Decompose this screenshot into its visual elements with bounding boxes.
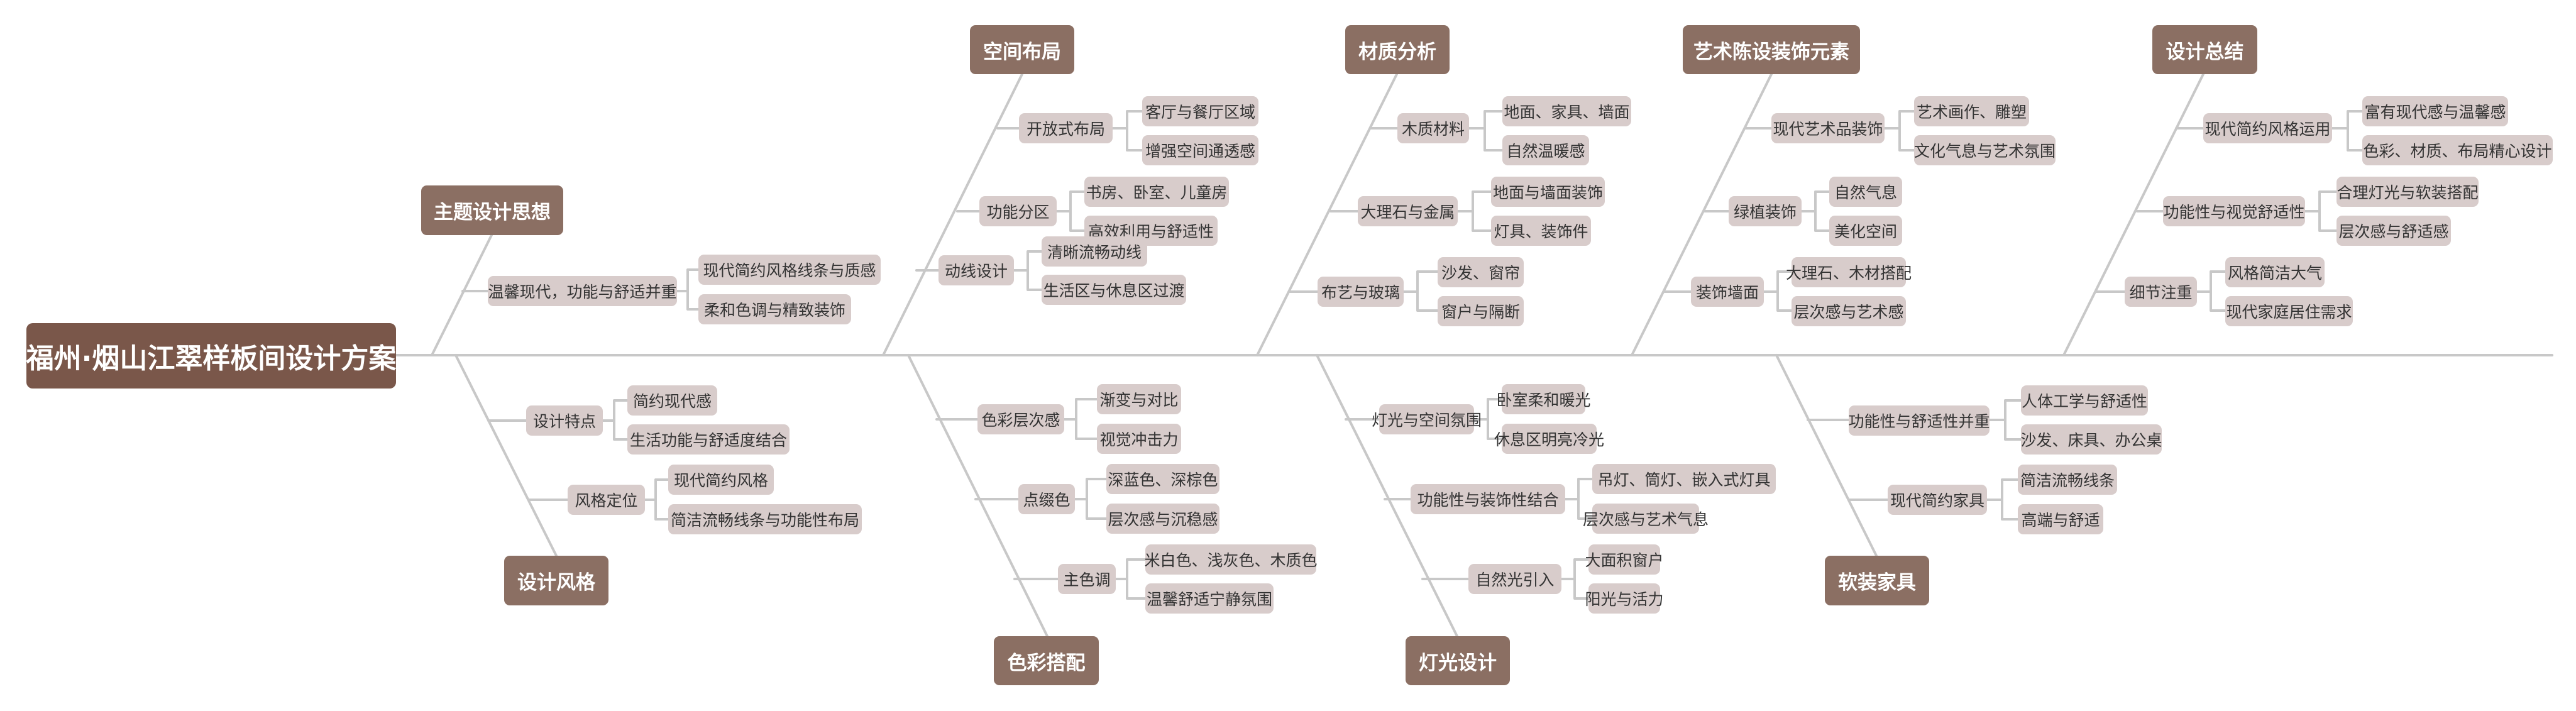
sub-node[interactable]: 现代艺术品装饰 (1771, 113, 1885, 143)
branch-space-layout[interactable]: 空间布局 (970, 25, 1074, 74)
leaf-node[interactable]: 沙发、窗帘 (1438, 257, 1524, 287)
root-topic[interactable]: 福州·烟山江翠样板间设计方案 (26, 323, 396, 389)
sub-node[interactable]: 装饰墙面 (1691, 277, 1764, 307)
sub-node[interactable]: 温馨现代，功能与舒适并重 (488, 276, 677, 306)
leaf-node[interactable]: 高端与舒适 (2018, 504, 2103, 534)
leaf-node[interactable]: 窗户与隔断 (1438, 296, 1524, 326)
sub-node[interactable]: 大理石与金属 (1358, 196, 1458, 226)
leaf-node[interactable]: 深蓝色、深棕色 (1106, 464, 1219, 494)
leaf-node[interactable]: 温馨舒适宁静氛围 (1145, 583, 1274, 614)
leaf-node[interactable]: 大理石、木材搭配 (1786, 257, 1912, 287)
leaf-node[interactable]: 层次感与沉稳感 (1106, 504, 1219, 534)
branch-design-style[interactable]: 设计风格 (504, 556, 608, 605)
sub-node[interactable]: 动线设计 (938, 255, 1014, 285)
sub-node[interactable]: 主色调 (1058, 564, 1116, 594)
leaf-node[interactable]: 书房、卧室、儿童房 (1084, 177, 1229, 207)
sub-node[interactable]: 色彩层次感 (977, 404, 1064, 434)
leaf-node[interactable]: 文化气息与艺术氛围 (1914, 135, 2056, 165)
leaf-node[interactable]: 灯具、装饰件 (1491, 216, 1591, 246)
sub-node[interactable]: 功能性与装饰性结合 (1411, 484, 1565, 514)
sub-node[interactable]: 风格定位 (568, 485, 645, 515)
sub-node[interactable]: 开放式布局 (1019, 113, 1113, 143)
sub-node[interactable]: 绿植装饰 (1729, 196, 1802, 226)
leaf-node[interactable]: 自然温暖感 (1502, 135, 1589, 165)
leaf-node[interactable]: 米白色、浅灰色、木质色 (1145, 544, 1318, 575)
branch-theme-design[interactable]: 主题设计思想 (421, 185, 563, 235)
sub-node[interactable]: 点缀色 (1018, 484, 1075, 514)
leaf-node[interactable]: 艺术画作、雕塑 (1914, 96, 2029, 126)
leaf-node[interactable]: 色彩、材质、布局精心设计 (2362, 135, 2553, 165)
branch-lighting-design[interactable]: 灯光设计 (1406, 636, 1510, 685)
sub-node[interactable]: 细节注重 (2125, 277, 2197, 307)
leaf-node[interactable]: 人体工学与舒适性 (2021, 385, 2148, 416)
leaf-node[interactable]: 合理灯光与软装搭配 (2337, 177, 2479, 207)
leaf-node[interactable]: 风格简洁大气 (2225, 257, 2325, 287)
leaf-node[interactable]: 层次感与艺术感 (1792, 296, 1906, 326)
leaf-node[interactable]: 简洁流畅线条 (2018, 465, 2117, 495)
leaf-node[interactable]: 生活功能与舒适度结合 (627, 424, 790, 455)
sub-node[interactable]: 功能分区 (979, 196, 1057, 226)
sub-node[interactable]: 现代简约风格运用 (2203, 113, 2332, 143)
leaf-node[interactable]: 卧室柔和暖光 (1497, 384, 1591, 414)
sub-node[interactable]: 现代简约家具 (1888, 485, 1987, 515)
leaf-node[interactable]: 现代简约风格 (668, 465, 774, 495)
leaf-node[interactable]: 层次感与舒适感 (2337, 216, 2451, 246)
leaf-node[interactable]: 休息区明亮冷光 (1494, 424, 1604, 454)
sub-node[interactable]: 布艺与玻璃 (1318, 277, 1404, 307)
leaf-node[interactable]: 增强空间通透感 (1142, 135, 1258, 165)
sub-node[interactable]: 功能性与舒适性并重 (1849, 405, 1990, 436)
sub-node[interactable]: 灯光与空间氛围 (1372, 404, 1482, 434)
branch-soft-furnishing[interactable]: 软装家具 (1825, 556, 1929, 605)
leaf-node[interactable]: 渐变与对比 (1097, 384, 1181, 414)
leaf-node[interactable]: 清晰流畅动线 (1042, 236, 1147, 267)
leaf-node[interactable]: 吊灯、筒灯、嵌入式灯具 (1592, 464, 1776, 494)
leaf-node[interactable]: 客厅与餐厅区域 (1142, 96, 1258, 126)
branch-material-analysis[interactable]: 材质分析 (1345, 25, 1450, 74)
leaf-node[interactable]: 沙发、床具、办公桌 (2021, 424, 2162, 455)
leaf-node[interactable]: 简洁流畅线条与功能性布局 (668, 504, 862, 534)
leaf-node[interactable]: 视觉冲击力 (1097, 424, 1181, 454)
sub-node[interactable]: 设计特点 (526, 405, 603, 436)
leaf-node[interactable]: 大面积窗户 (1585, 544, 1664, 575)
sub-node[interactable]: 功能性与视觉舒适性 (2163, 196, 2305, 226)
leaf-node[interactable]: 地面与墙面装饰 (1491, 177, 1605, 207)
leaf-node[interactable]: 地面、家具、墙面 (1502, 96, 1631, 126)
leaf-node[interactable]: 阳光与活力 (1585, 583, 1664, 614)
sub-node[interactable]: 木质材料 (1397, 113, 1469, 143)
leaf-node[interactable]: 层次感与艺术气息 (1583, 504, 1709, 534)
leaf-node[interactable]: 富有现代感与温馨感 (2362, 96, 2508, 126)
leaf-node[interactable]: 现代家庭居住需求 (2225, 296, 2353, 326)
branch-art-decor[interactable]: 艺术陈设装饰元素 (1683, 25, 1860, 74)
leaf-node[interactable]: 自然气息 (1829, 177, 1902, 207)
leaf-node[interactable]: 简约现代感 (627, 385, 717, 416)
branch-color-scheme[interactable]: 色彩搭配 (994, 636, 1099, 685)
branch-design-summary[interactable]: 设计总结 (2152, 25, 2257, 74)
leaf-node[interactable]: 现代简约风格线条与质感 (698, 255, 881, 285)
leaf-node[interactable]: 美化空间 (1829, 216, 1902, 246)
leaf-node[interactable]: 生活区与休息区过渡 (1042, 275, 1186, 305)
sub-node[interactable]: 自然光引入 (1468, 564, 1561, 594)
leaf-node[interactable]: 柔和色调与精致装饰 (698, 294, 851, 324)
